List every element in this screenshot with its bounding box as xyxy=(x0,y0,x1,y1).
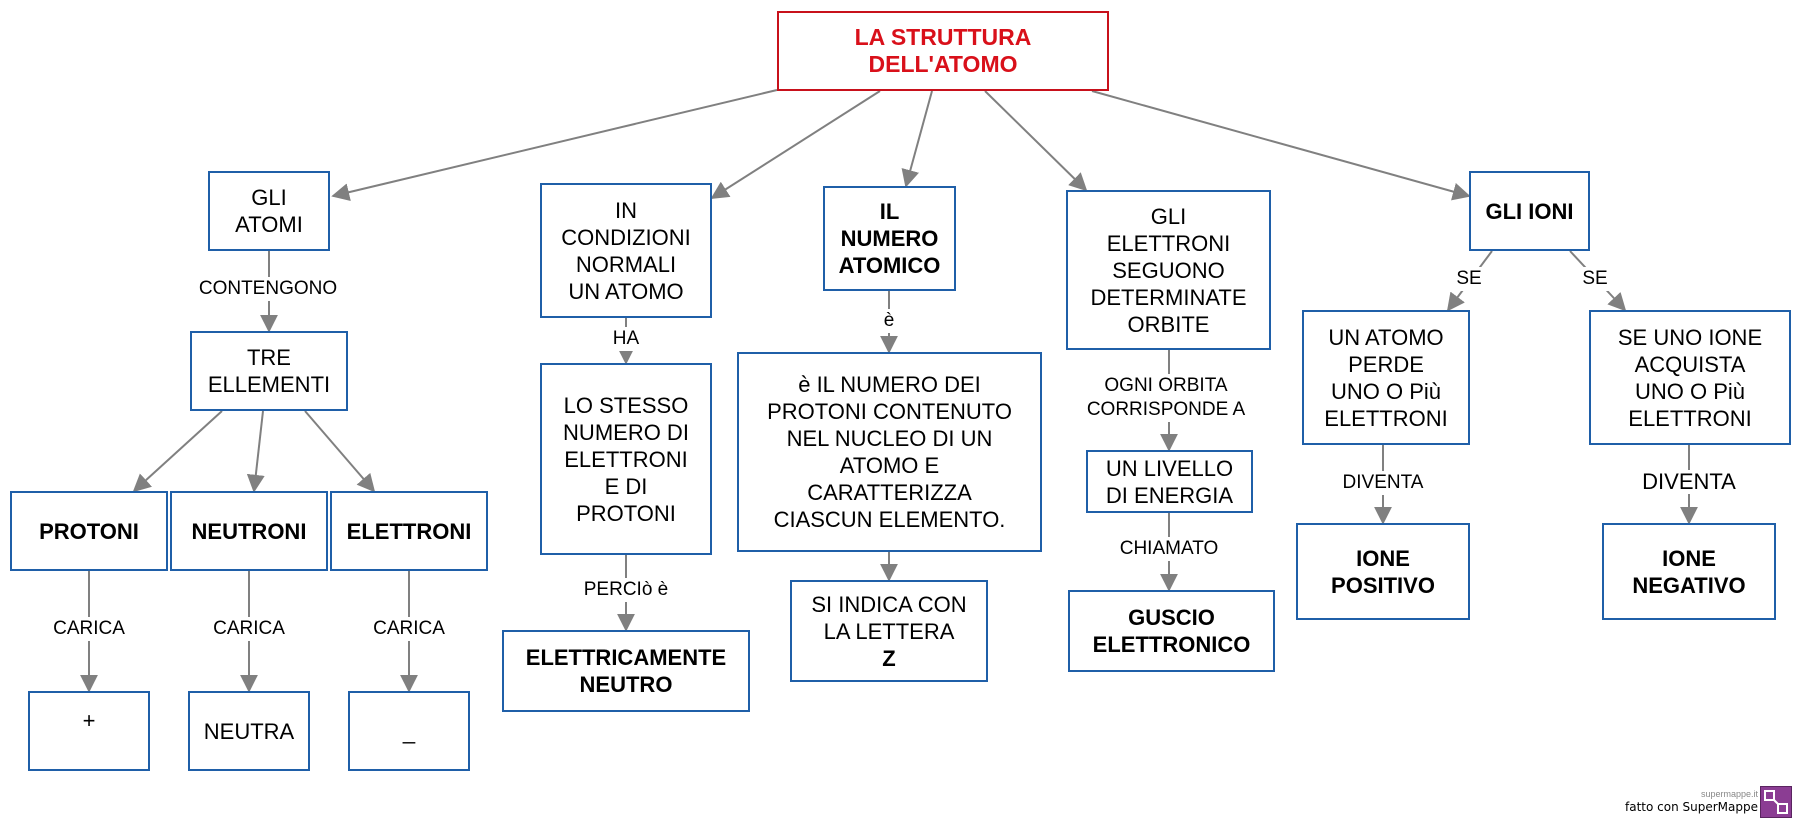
lettera-z-letter: Z xyxy=(882,645,896,671)
link-label-ha: HA xyxy=(609,327,643,351)
node-orbite: GLI ELETTRONI SEGUONO DETERMINATE ORBITE xyxy=(1066,190,1271,350)
node-charge-plus: + xyxy=(28,691,150,771)
link-label-carica-elettroni: CARICA xyxy=(370,617,448,641)
node-elettroni: ELETTRONI xyxy=(330,491,488,571)
title-node: LA STRUTTURA DELL'ATOMO xyxy=(777,11,1109,91)
node-elettricamente-neutro: ELETTRICAMENTE NEUTRO xyxy=(502,630,750,712)
node-ione-acquista: SE UNO IONE ACQUISTA UNO O Più ELETTRONI xyxy=(1589,310,1791,445)
footer-badge[interactable]: supermappe.it fatto con SuperMappe xyxy=(1620,785,1798,819)
link-label-carica-neutroni: CARICA xyxy=(210,617,288,641)
edge-tre-neutroni xyxy=(246,410,265,493)
node-charge-neutra: NEUTRA xyxy=(188,691,310,771)
node-atomo-perde: UN ATOMO PERDE UNO O Più ELETTRONI xyxy=(1302,310,1470,445)
link-label-se-2: SE xyxy=(1579,267,1611,291)
link-label-chiamato: CHIAMATO xyxy=(1116,537,1222,561)
edge-title-numero-atomico xyxy=(901,90,933,188)
link-label-diventa-2: DIVENTA xyxy=(1639,470,1739,494)
node-neutroni: NEUTRONI xyxy=(170,491,328,571)
footer-small-text: supermappe.it xyxy=(1700,789,1758,799)
link-label-percio: PERCIò è xyxy=(580,578,672,602)
node-tre-elementi: TRE ELLEMENTI xyxy=(190,331,348,411)
node-stesso-numero: LO STESSO NUMERO DI ELETTRONI E DI PROTO… xyxy=(540,363,712,555)
edge-title-condizioni xyxy=(710,90,881,199)
node-guscio-elettronico: GUSCIO ELETTRONICO xyxy=(1068,590,1275,672)
link-label-se-1: SE xyxy=(1453,267,1485,291)
node-condizioni-normali: IN CONDIZIONI NORMALI UN ATOMO xyxy=(540,183,712,318)
title-line-1: LA STRUTTURA xyxy=(854,24,1032,50)
node-lettera-z: SI INDICA CON LA LETTERA Z xyxy=(790,580,988,682)
edge-tre-protoni xyxy=(132,410,223,493)
node-numero-atomico: IL NUMERO ATOMICO xyxy=(823,186,956,291)
supermappe-logo-icon xyxy=(1760,786,1792,818)
link-label-contengono: CONTENGONO xyxy=(195,277,341,301)
link-label-diventa-1: DIVENTA xyxy=(1339,471,1427,495)
edge-title-gli-atomi xyxy=(331,89,778,201)
edge-title-orbite xyxy=(984,90,1088,192)
node-livello-energia: UN LIVELLO DI ENERGIA xyxy=(1086,450,1253,513)
node-gli-ioni: GLI IONI xyxy=(1469,171,1590,251)
node-gli-atomi: GLI ATOMI xyxy=(208,171,330,251)
lettera-z-text: SI INDICA CON LA LETTERA xyxy=(811,591,967,644)
footer-text: fatto con SuperMappe xyxy=(1625,800,1758,814)
node-ione-positivo: IONE POSITIVO xyxy=(1296,523,1470,620)
link-label-e: è xyxy=(880,309,898,333)
link-label-carica-protoni: CARICA xyxy=(50,617,128,641)
node-numero-protoni: è IL NUMERO DEI PROTONI CONTENUTO NEL NU… xyxy=(737,352,1042,552)
node-charge-minus: _ xyxy=(348,691,470,771)
edge-title-gli-ioni xyxy=(1091,90,1471,201)
node-ione-negativo: IONE NEGATIVO xyxy=(1602,523,1776,620)
title-line-2: DELL'ATOMO xyxy=(868,51,1018,77)
node-protoni: PROTONI xyxy=(10,491,168,571)
edge-tre-elettroni xyxy=(304,410,376,493)
link-label-ogni-orbita: OGNI ORBITA CORRISPONDE A xyxy=(1083,374,1249,422)
